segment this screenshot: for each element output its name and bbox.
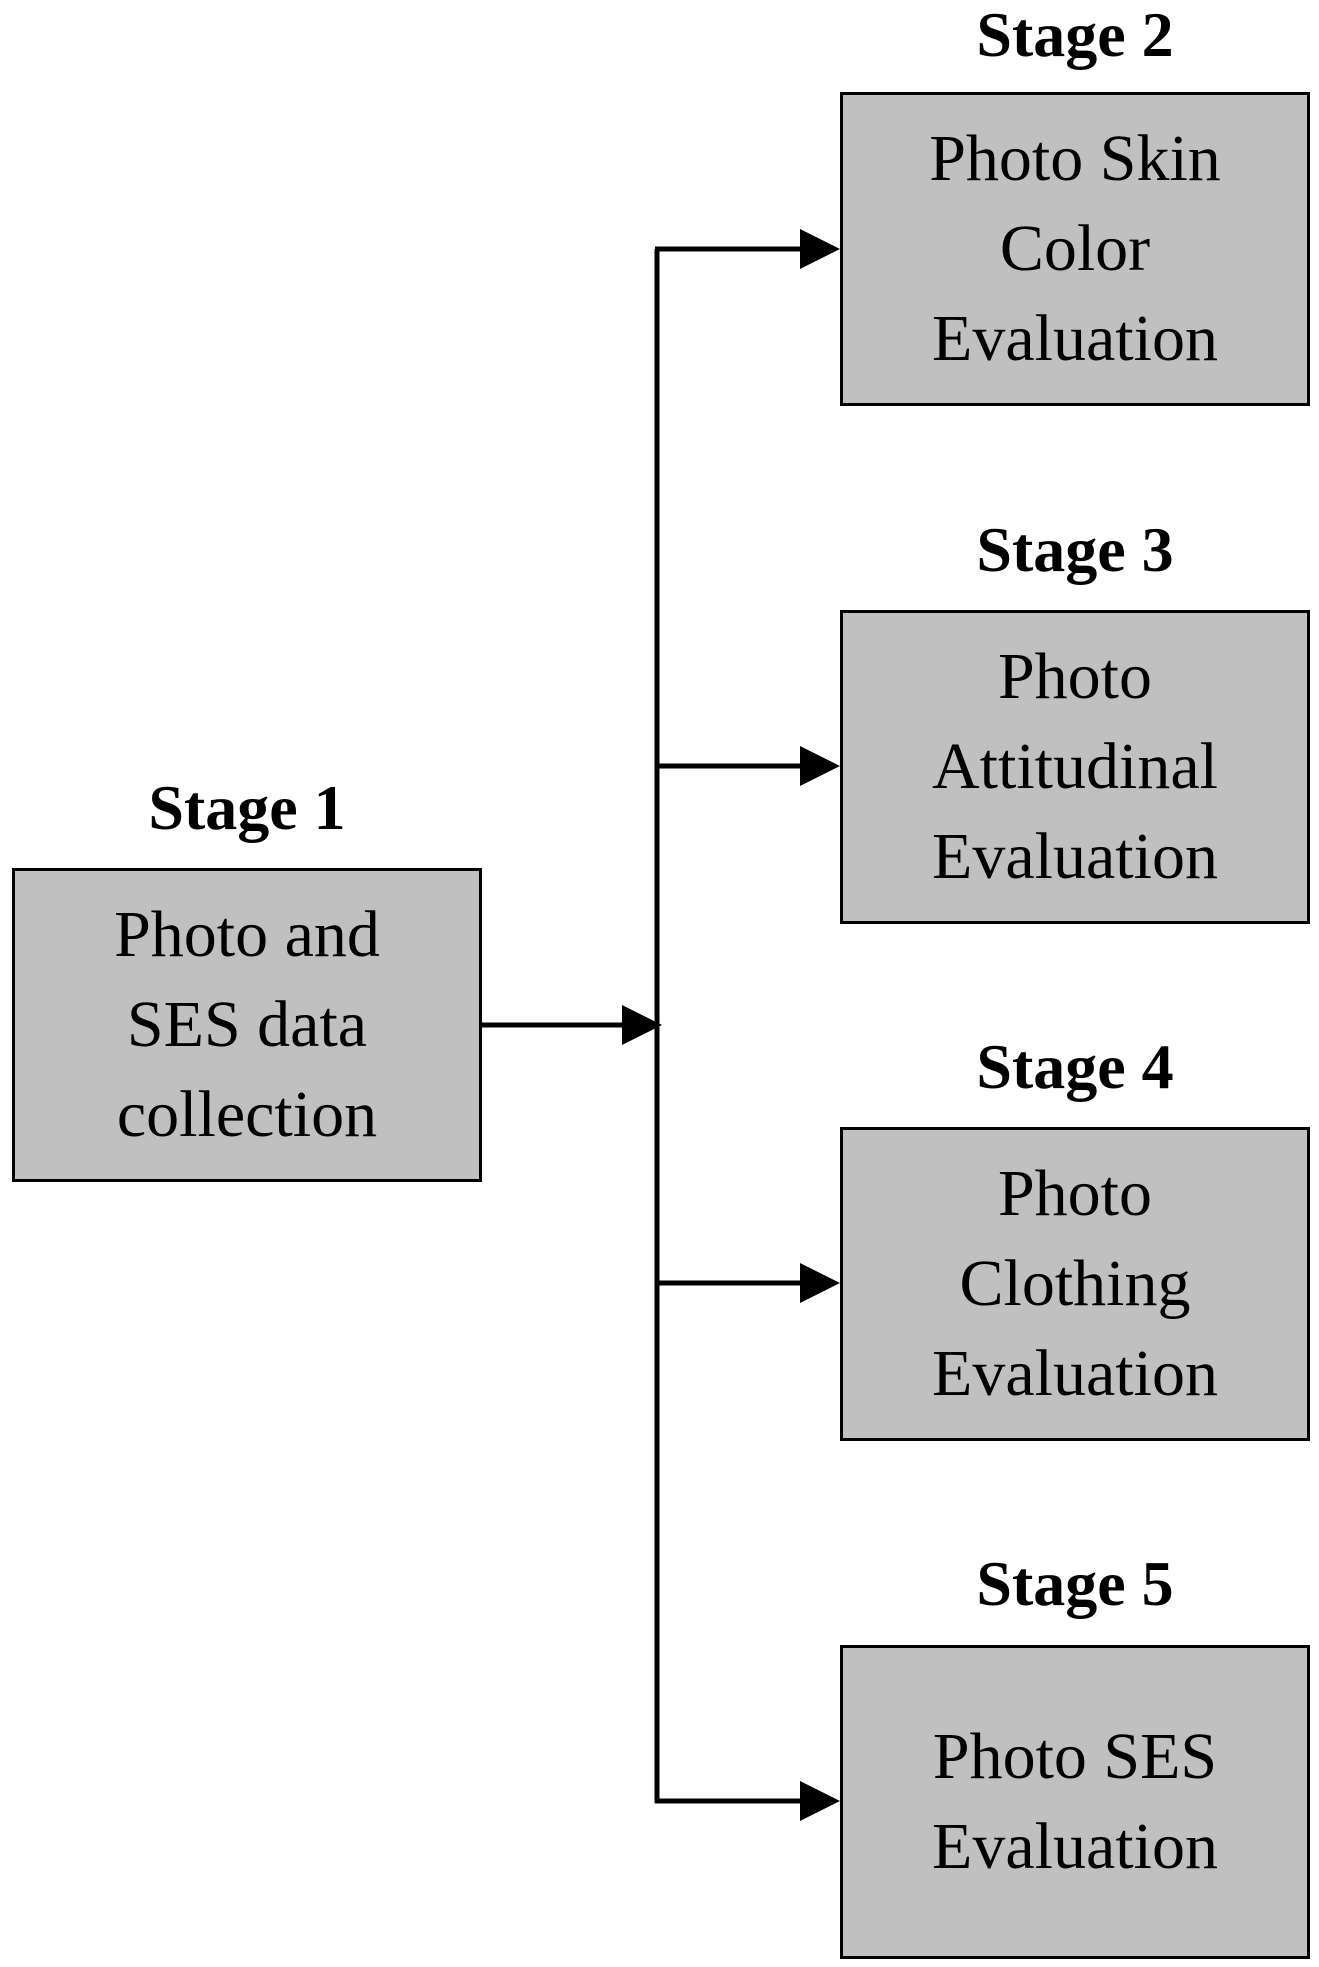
stage-4-text-line: Evaluation	[932, 1337, 1218, 1410]
stage-5-text-line: Evaluation	[932, 1810, 1218, 1883]
stage-1-label: Stage 1	[148, 772, 346, 843]
stage-2-text-line: Color	[999, 212, 1151, 285]
stage-5-text-line: Photo SES	[932, 1720, 1218, 1793]
stage-3-text-line: Evaluation	[932, 820, 1218, 893]
stage-4-text-line: Photo	[997, 1157, 1153, 1230]
stage-4-box: Photo Clothing Evaluation	[840, 1127, 1310, 1441]
stage-2-text-line: Photo Skin	[929, 122, 1221, 195]
stage-5-label: Stage 5	[976, 1548, 1174, 1619]
stage-1-box: Photo and SES data collection	[12, 868, 482, 1182]
stage-3-text-line: Photo	[997, 640, 1153, 713]
stage-2-box: Photo Skin Color Evaluation	[840, 92, 1310, 406]
stage-4-label: Stage 4	[976, 1031, 1174, 1102]
stage-1-text-line: SES data	[126, 988, 368, 1061]
stage-3-text-line: Attitudinal	[932, 730, 1218, 803]
stage-5-box: Photo SES Evaluation	[840, 1645, 1310, 1959]
stage-1-text-line: collection	[116, 1078, 378, 1151]
stage-2-label: Stage 2	[976, 0, 1174, 70]
stage-1-text-line: Photo and	[114, 898, 380, 971]
stage-3-label: Stage 3	[976, 514, 1174, 585]
stage-4-text-line: Clothing	[959, 1247, 1191, 1320]
stage-3-box: Photo Attitudinal Evaluation	[840, 610, 1310, 924]
stage-2-text-line: Evaluation	[932, 302, 1218, 375]
